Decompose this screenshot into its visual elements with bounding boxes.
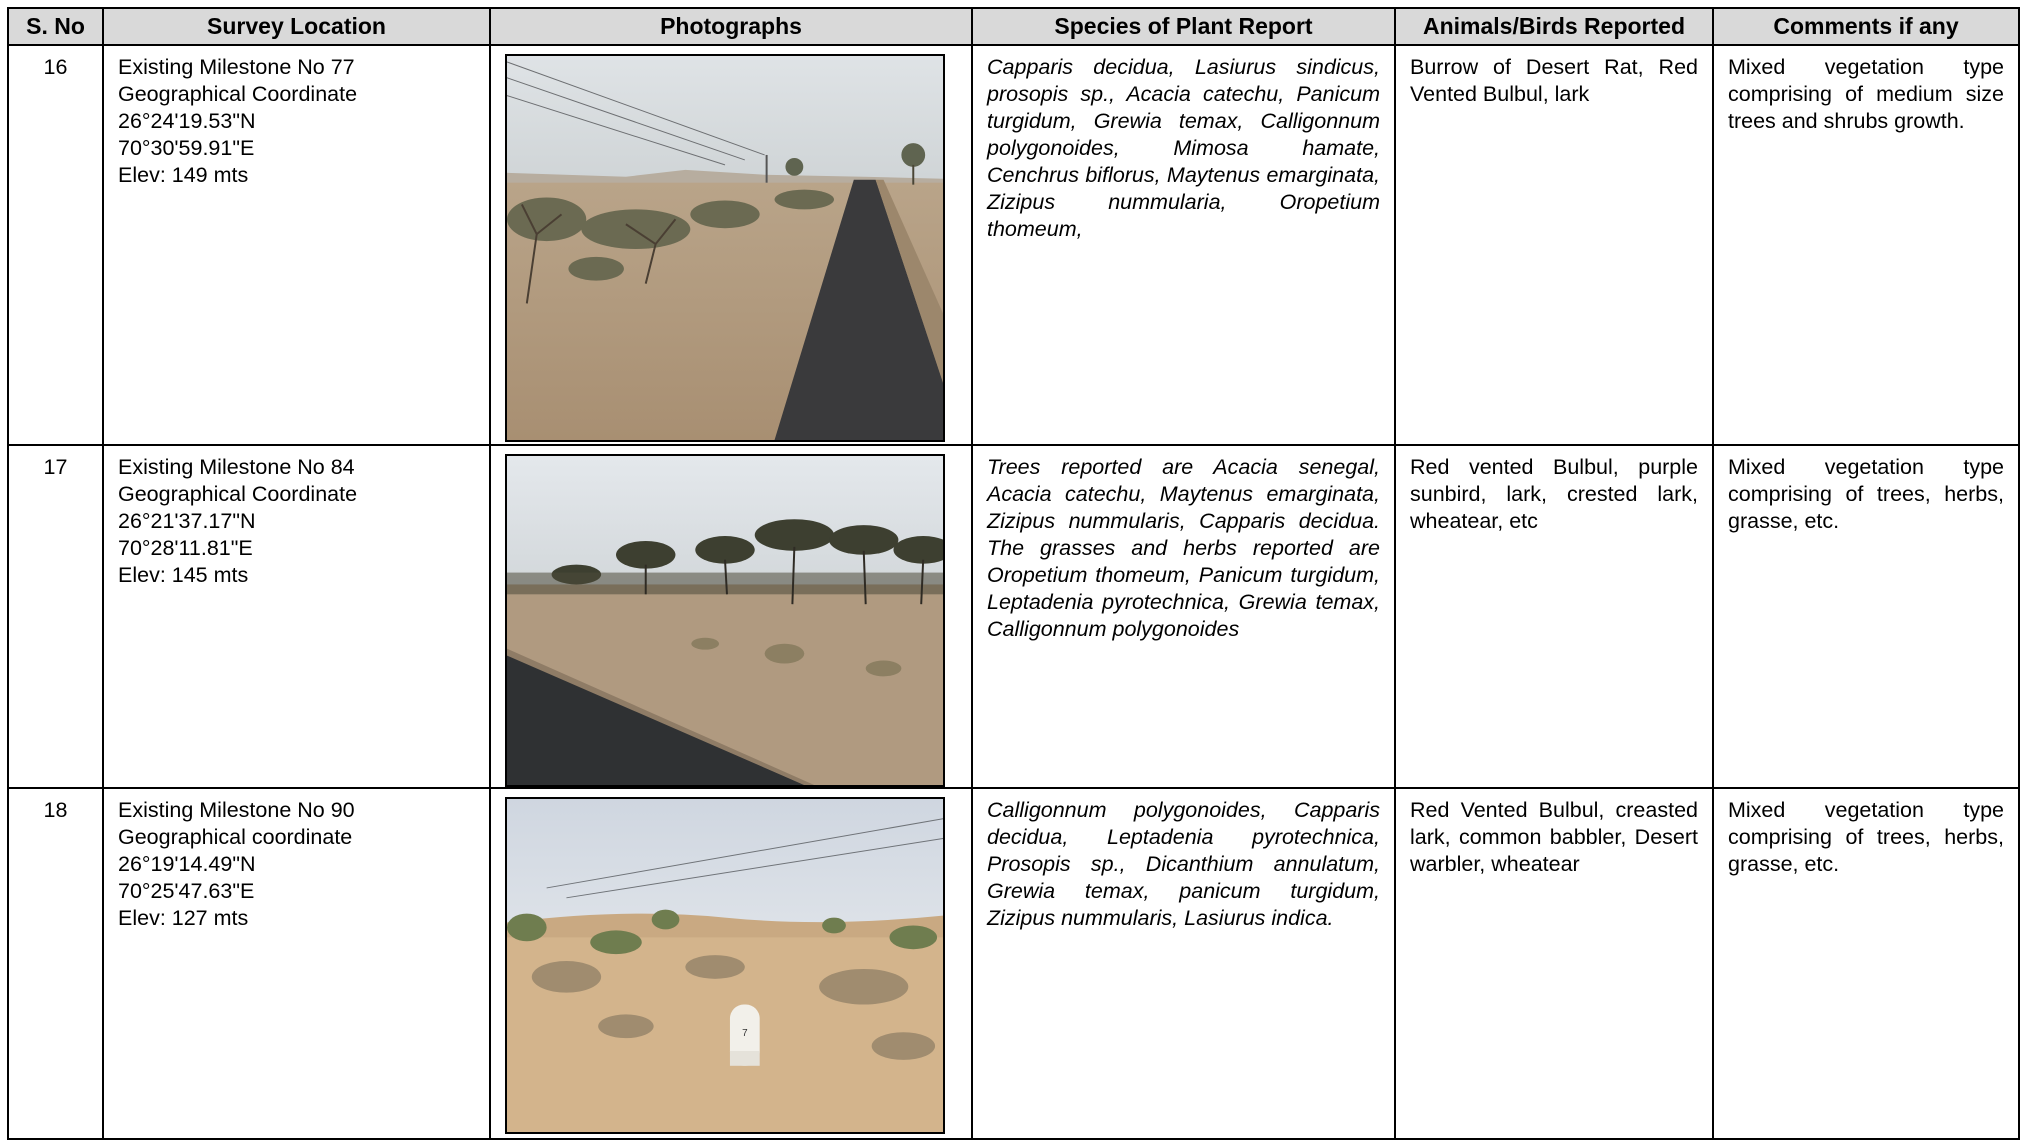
- row-comments: Mixed vegetation type comprising of tree…: [1712, 787, 2020, 1140]
- header-comments: Comments if any: [1712, 7, 2020, 46]
- row-sno: 16: [7, 44, 104, 446]
- table-row: 16 Existing Milestone No 77 Geographical…: [7, 44, 2020, 446]
- row-species: Calligonnum polygonoides, Capparis decid…: [971, 787, 1396, 1140]
- header-location: Survey Location: [102, 7, 491, 46]
- milestone-label: Existing Milestone No 77: [118, 55, 355, 79]
- row-photo: [489, 44, 973, 446]
- row-comments: Mixed vegetation type comprising of tree…: [1712, 444, 2020, 789]
- elevation: Elev: 127 mts: [118, 906, 249, 930]
- longitude: 70°30'59.91"E: [118, 136, 255, 160]
- latitude: 26°21'37.17"N: [118, 509, 256, 533]
- latitude: 26°24'19.53"N: [118, 109, 256, 133]
- row-location: Existing Milestone No 84 Geographical Co…: [102, 444, 491, 789]
- svg-text:7: 7: [742, 1028, 748, 1039]
- row-animals: Red Vented Bulbul, creasted lark, common…: [1394, 787, 1714, 1140]
- row-species: Trees reported are Acacia senegal, Acaci…: [971, 444, 1396, 789]
- table-row: 18 Existing Milestone No 90 Geographical…: [7, 787, 2020, 1140]
- row-comments: Mixed vegetation type comprising of medi…: [1712, 44, 2020, 446]
- coordinate-label: Geographical coordinate: [118, 825, 353, 849]
- coordinate-label: Geographical Coordinate: [118, 482, 358, 506]
- desert-road-photo: [505, 54, 945, 442]
- latitude: 26°19'14.49"N: [118, 852, 256, 876]
- milestone-label: Existing Milestone No 84: [118, 455, 355, 479]
- header-sno: S. No: [7, 7, 104, 46]
- row-animals: Burrow of Desert Rat, Red Vented Bulbul,…: [1394, 44, 1714, 446]
- header-animals: Animals/Birds Reported: [1394, 7, 1714, 46]
- longitude: 70°28'11.81"E: [118, 536, 253, 560]
- sand-dune-milestone-photo: 7: [505, 797, 945, 1134]
- header-photographs: Photographs: [489, 7, 973, 46]
- elevation: Elev: 149 mts: [118, 163, 249, 187]
- row-location: Existing Milestone No 90 Geographical co…: [102, 787, 491, 1140]
- row-location: Existing Milestone No 77 Geographical Co…: [102, 44, 491, 446]
- row-sno: 18: [7, 787, 104, 1140]
- table-row: 17 Existing Milestone No 84 Geographical…: [7, 444, 2020, 789]
- header-species: Species of Plant Report: [971, 7, 1396, 46]
- row-species: Capparis decidua, Lasiurus sindicus, pro…: [971, 44, 1396, 446]
- acacia-scrubland-photo: [505, 454, 945, 787]
- coordinate-label: Geographical Coordinate: [118, 82, 358, 106]
- survey-table: S. No Survey Location Photographs Specie…: [7, 7, 2020, 1140]
- row-photo: [489, 444, 973, 789]
- elevation: Elev: 145 mts: [118, 563, 249, 587]
- row-animals: Red vented Bulbul, purple sunbird, lark,…: [1394, 444, 1714, 789]
- row-sno: 17: [7, 444, 104, 789]
- row-photo: 7: [489, 787, 973, 1140]
- header-row: S. No Survey Location Photographs Specie…: [7, 7, 2020, 46]
- milestone-label: Existing Milestone No 90: [118, 798, 355, 822]
- longitude: 70°25'47.63"E: [118, 879, 255, 903]
